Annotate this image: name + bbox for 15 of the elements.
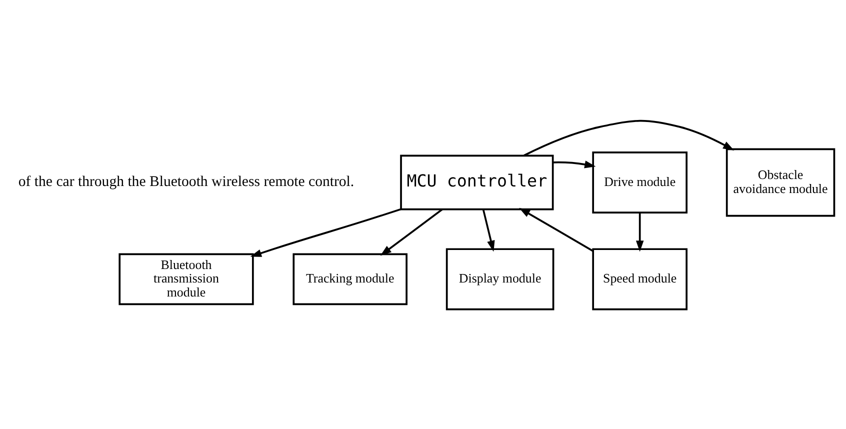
- node-box: Speed module: [592, 248, 688, 310]
- arrow: [519, 207, 594, 252]
- label: of the car through the Bluetooth wireless remote control.: [18, 174, 354, 190]
- node-box: Bluetooth transmission module: [118, 252, 254, 305]
- node-box: Tracking module: [292, 252, 408, 305]
- arrow: [552, 160, 596, 168]
- arrow: [250, 208, 402, 256]
- node-box: Drive module: [592, 150, 688, 213]
- arrow: [636, 212, 644, 252]
- arrow: [380, 208, 443, 256]
- node-box: Display module: [446, 248, 554, 310]
- arrow: [524, 119, 734, 156]
- node-box: Obstacle avoidance module: [726, 148, 836, 216]
- node-box: MCU controller: [400, 154, 554, 210]
- arrow: [482, 208, 495, 252]
